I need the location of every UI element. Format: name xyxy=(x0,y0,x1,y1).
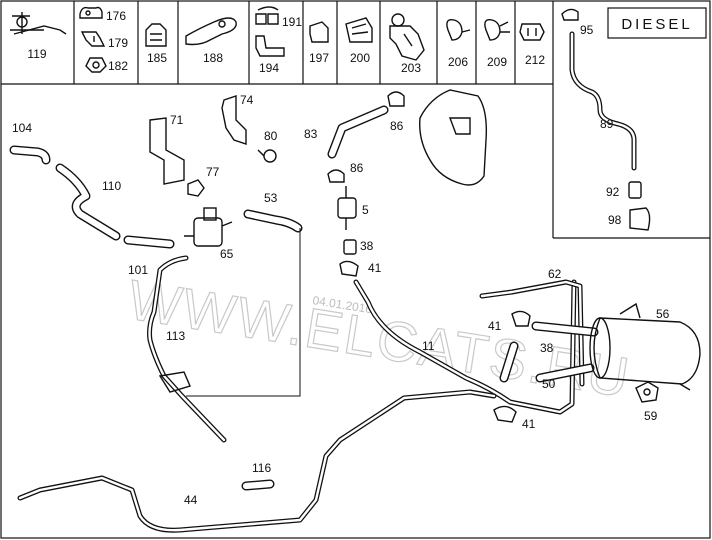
part-203-icon xyxy=(389,13,425,61)
part-176-icon xyxy=(79,6,103,19)
part-50-hose xyxy=(499,341,595,383)
part-80-screw xyxy=(257,149,277,163)
label-116: 116 xyxy=(252,461,271,475)
part-86-clip-upper xyxy=(387,91,405,107)
label-38-center: 38 xyxy=(360,239,374,253)
part-74-bracket xyxy=(221,95,247,145)
part-209-icon xyxy=(484,19,510,41)
part-101-hose xyxy=(123,235,175,249)
part-41-clip-lower xyxy=(493,405,517,423)
part-71-bracket xyxy=(149,117,185,185)
part-188-icon xyxy=(185,17,237,46)
label-41-center: 41 xyxy=(368,261,382,275)
label-101: 101 xyxy=(128,263,148,277)
part-113-line xyxy=(147,255,227,443)
label-110: 110 xyxy=(102,179,121,193)
label-86-upper: 86 xyxy=(390,119,404,133)
part-110-hose xyxy=(55,163,121,241)
part-number-119: 119 xyxy=(27,47,46,61)
part-86-clip-lower xyxy=(327,169,345,183)
part-206-icon xyxy=(446,19,471,41)
label-104: 104 xyxy=(12,121,32,135)
label-92: 92 xyxy=(606,185,620,199)
part-104-hose xyxy=(9,145,51,165)
part-185-icon xyxy=(145,23,167,47)
part-number-188: 188 xyxy=(203,51,223,65)
charcoal-canister-housing xyxy=(419,89,488,186)
part-5-valve xyxy=(337,186,357,230)
label-59: 59 xyxy=(644,409,658,423)
part-11-line xyxy=(353,279,577,415)
label-62: 62 xyxy=(548,267,562,281)
label-83: 83 xyxy=(304,127,318,141)
part-62-line xyxy=(479,279,585,387)
label-80: 80 xyxy=(264,129,278,143)
part-44-line xyxy=(17,389,497,533)
part-95-clip-icon xyxy=(561,8,579,21)
part-number-212: 212 xyxy=(525,53,545,67)
part-59-nut xyxy=(635,381,659,403)
part-116-sleeve xyxy=(241,479,275,491)
header-cell-dividers xyxy=(73,1,554,84)
label-89: 89 xyxy=(600,117,614,131)
bracket-line-right xyxy=(186,228,301,397)
label-41-right: 41 xyxy=(488,319,502,333)
part-number-191: 191 xyxy=(282,15,302,29)
part-179-icon xyxy=(80,31,106,47)
diesel-label: DIESEL xyxy=(621,16,692,33)
label-56: 56 xyxy=(656,307,670,321)
label-65: 65 xyxy=(220,247,234,261)
label-86-lower: 86 xyxy=(350,161,364,175)
part-number-206: 206 xyxy=(448,55,468,69)
part-83-hose xyxy=(327,105,389,159)
part-182-icon xyxy=(85,57,107,73)
label-11: 11 xyxy=(422,339,435,353)
part-191-icon xyxy=(255,6,279,25)
part-number-182: 182 xyxy=(108,59,128,73)
part-38-sleeve-center xyxy=(343,239,357,255)
label-77: 77 xyxy=(206,165,220,179)
part-41-clip-right-upper xyxy=(511,310,531,327)
part-197-icon xyxy=(309,21,329,43)
label-113: 113 xyxy=(166,329,185,343)
label-50: 50 xyxy=(542,377,556,391)
part-number-176: 176 xyxy=(106,9,126,23)
part-number-203: 203 xyxy=(401,61,421,75)
label-53: 53 xyxy=(264,191,278,205)
part-number-185: 185 xyxy=(147,51,167,65)
part-38-hose-right xyxy=(531,321,599,337)
part-194-icon xyxy=(255,35,285,57)
label-5: 5 xyxy=(362,203,369,217)
label-41-lower: 41 xyxy=(522,417,536,431)
part-89-hose xyxy=(569,31,637,171)
part-number-197: 197 xyxy=(309,51,329,65)
label-74: 74 xyxy=(240,93,254,107)
label-95: 95 xyxy=(580,23,594,37)
part-212-icon xyxy=(519,23,545,41)
label-98: 98 xyxy=(608,213,622,227)
label-44: 44 xyxy=(184,493,198,507)
part-53-hose xyxy=(243,209,303,233)
part-200-icon xyxy=(345,17,373,43)
part-56-canister xyxy=(589,302,701,391)
part-number-209: 209 xyxy=(487,55,507,69)
part-92-sleeve xyxy=(628,181,642,199)
part-number-179: 179 xyxy=(108,36,128,50)
part-number-194: 194 xyxy=(259,61,279,75)
part-98-clip xyxy=(629,207,651,231)
label-38-right: 38 xyxy=(540,341,554,355)
part-41-clip-center xyxy=(339,260,359,277)
label-71: 71 xyxy=(170,113,184,127)
part-number-200: 200 xyxy=(350,51,370,65)
part-65-valve xyxy=(184,207,233,247)
watermark-text: WWW.ELCATS.RU xyxy=(124,268,635,410)
diesel-inset-frame xyxy=(552,7,710,239)
part-119-icon xyxy=(10,12,67,35)
part-77-nut xyxy=(187,179,205,197)
